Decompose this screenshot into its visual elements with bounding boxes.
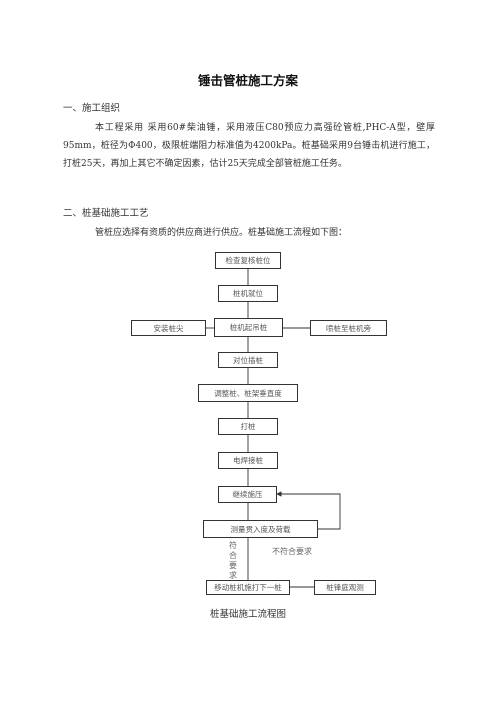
flow-step-continue-pressing: 继续施压 [218, 486, 277, 503]
flow-aux-install-pile-tip: 安装桩尖 [131, 320, 206, 336]
section-1-heading: 一、施工组织 [63, 103, 121, 114]
connector-loop-back [276, 491, 341, 530]
flow-step-measure-penetration: 测量贯入度及荷载 [203, 520, 318, 538]
flow-step-observation: 桩锋庭观测 [314, 580, 376, 595]
section-2-paragraph: 管桩应选择有资质的供应商进行供应。桩基础施工流程如下图： [95, 228, 348, 238]
section-2-heading: 二、桩基础施工工艺 [63, 208, 149, 219]
figure-caption: 桩基础施工流程图 [209, 609, 286, 620]
flow-step-adjust-verticality: 调整桩、桩架垂直度 [198, 384, 298, 402]
section-1-paragraph: 本工程采用 采用60#柴油锤，采用液压C80预应力高强砼管桩,PHC-A型，壁厚… [63, 123, 435, 169]
flow-step-drive-pile: 打桩 [218, 418, 278, 435]
document-title: 锤击管桩施工方案 [197, 73, 298, 88]
flow-step-pile-driver-in-place: 桩机就位 [218, 285, 278, 302]
flow-step-weld-splice: 电焊接桩 [218, 452, 278, 469]
flow-step-move-to-next-pile: 移动桩机施打下一桩 [206, 580, 290, 595]
flow-label-meet: 符合要求 [229, 541, 237, 580]
flow-aux-transport-pile: 喷桩至桩机旁 [310, 320, 387, 336]
flow-label-not-meet: 不符合要求 [272, 547, 312, 556]
flow-step-align-insert-pile: 对位插桩 [218, 352, 278, 368]
flow-step-lift-pile: 桩机起吊桩 [214, 318, 283, 337]
flow-step-check-pile-position: 检查复核桩位 [215, 252, 281, 269]
